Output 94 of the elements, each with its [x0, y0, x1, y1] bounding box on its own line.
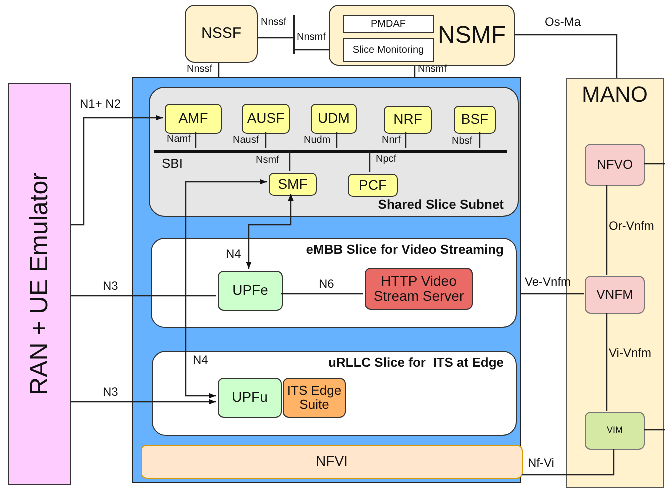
node-label: UPFu: [232, 390, 268, 406]
node-label: NSSF: [201, 26, 242, 42]
function-box: [218, 271, 283, 311]
edge-label: Nf-Vi: [528, 457, 554, 470]
connector: [479, 132, 481, 148]
function-box: [242, 104, 290, 134]
connector: [405, 132, 407, 148]
edge-label: Npcf: [376, 154, 397, 165]
connector: [644, 163, 665, 165]
connector: [606, 185, 608, 275]
node-label: AUSF: [247, 111, 285, 127]
module-box: [343, 38, 434, 62]
server-box: [365, 268, 473, 310]
function-box: [384, 106, 432, 134]
connector: [522, 449, 615, 476]
connector: [71, 399, 216, 405]
connector: [521, 293, 584, 295]
edge-label: Nnsmf: [297, 32, 326, 43]
connector: [369, 151, 371, 172]
edge-label: Nudm: [304, 135, 331, 146]
function-box: [218, 378, 282, 418]
node-label: SMF: [278, 176, 308, 192]
function-box: [311, 104, 357, 134]
edge-label: Nnrf: [382, 135, 401, 146]
function-box: [165, 104, 222, 134]
slice-subnet-panel: [149, 87, 519, 217]
connector: [195, 132, 197, 148]
slice-panel: [152, 351, 517, 436]
edge-label: N6: [319, 278, 334, 292]
connector: [515, 34, 618, 78]
function-box: [329, 5, 515, 66]
node-label: NFVI: [316, 454, 348, 470]
edge-label: N3: [103, 386, 118, 400]
connector: [281, 293, 363, 295]
node-label: UDM: [318, 111, 350, 127]
application-box: [283, 378, 346, 418]
connector: [606, 313, 608, 411]
connector: [246, 194, 294, 269]
connector: [71, 295, 216, 297]
edge-label: N4: [193, 354, 208, 368]
connector: [295, 49, 329, 51]
node-label: uRLLC Slice for ITS at Edge: [328, 355, 504, 370]
node-label: eMBB Slice for Video Streaming: [306, 242, 504, 257]
node-label: UPFe: [232, 283, 268, 299]
node-label: Slice Monitoring: [352, 44, 424, 56]
node-label: VNFM: [596, 288, 634, 302]
function-box: [585, 412, 645, 450]
node-label: VIM: [606, 426, 623, 436]
edge-label: N1+ N2: [80, 98, 122, 112]
connector: [336, 132, 338, 148]
infrastructure-panel: [132, 77, 521, 483]
edge-label: N4: [226, 248, 242, 262]
node-label: AMF: [178, 111, 208, 127]
node-label: PMDAF: [371, 18, 406, 30]
node-label: ITS Edge Suite: [286, 384, 343, 412]
node-label: SBI: [162, 156, 183, 171]
edge-label: Nnssf: [187, 64, 213, 75]
connector: [71, 115, 163, 226]
node-label: MANO: [581, 83, 649, 106]
node-label: BSF: [461, 112, 489, 128]
edge-label: Nsmf: [256, 155, 280, 166]
edge-label: Vi-Vnfm: [609, 347, 652, 360]
node-label: NSMF: [438, 22, 506, 50]
connector: [289, 151, 291, 171]
node-label: RAN + UE Emulator: [25, 172, 54, 396]
function-box: [348, 174, 398, 197]
function-box: [185, 5, 258, 63]
edge-label: N3: [103, 280, 118, 294]
node-label: Shared Slice Subnet: [378, 197, 504, 212]
connector: [414, 66, 416, 77]
slice-panel: [151, 238, 517, 328]
function-box: [585, 144, 645, 186]
edge-label: Nbsf: [452, 136, 473, 147]
infrastructure-bar: [141, 445, 523, 479]
edge-label: Nausf: [233, 135, 260, 146]
node-label: PCF: [359, 178, 387, 194]
edge-label: Or-Vnfm: [609, 220, 654, 234]
function-box: [454, 106, 496, 134]
edge-label: Nnssf: [261, 17, 287, 28]
edge-label: Nnsmf: [418, 64, 447, 75]
connector: [258, 37, 293, 39]
node-label: NRF: [394, 112, 422, 128]
connector: [644, 429, 665, 431]
edge-label: Os-Ma: [545, 16, 581, 30]
function-box: [585, 276, 645, 314]
node-label: NFVO: [596, 158, 634, 172]
node-label: HTTP Video Stream Server: [372, 274, 466, 304]
connector: [265, 132, 267, 148]
module-box: [343, 15, 434, 33]
function-box: [269, 173, 317, 196]
edge-label: Namf: [167, 134, 191, 145]
connector: [185, 179, 267, 399]
emulator-box: [8, 83, 71, 485]
connector: [218, 63, 220, 77]
